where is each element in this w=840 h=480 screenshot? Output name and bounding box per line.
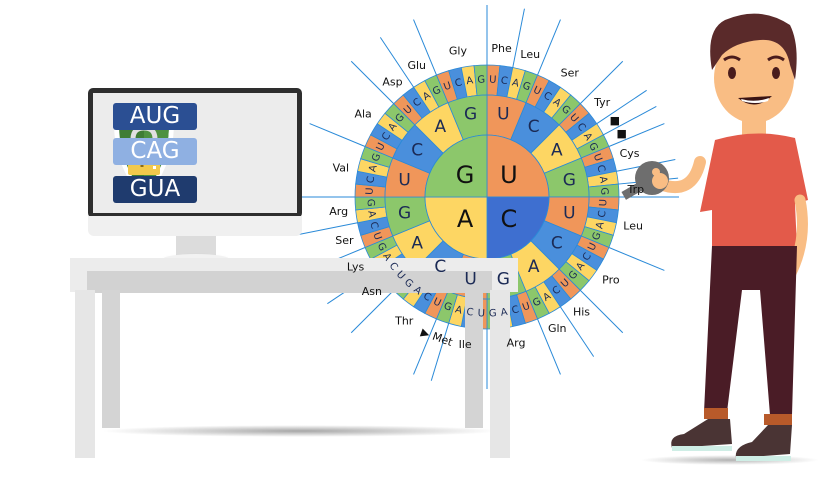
wheel-ray: [608, 123, 665, 147]
wheel-ray: [559, 306, 595, 357]
wheel-ray: [350, 289, 395, 334]
table-leg: [75, 290, 95, 458]
wheel-ray: [309, 123, 366, 147]
table-apron: [87, 271, 492, 293]
codon-label-3: GUA: [113, 176, 197, 203]
wheel-ray: [413, 318, 437, 375]
wheel-ray: [579, 289, 624, 334]
wheel-ray: [350, 60, 395, 105]
wheel-ray: [298, 222, 358, 235]
person-shadow: [640, 455, 820, 465]
wheel-ray: [413, 19, 437, 76]
monitor-chin: [88, 216, 302, 236]
wheel-ray: [603, 106, 657, 136]
wheel-ray: [512, 8, 525, 68]
table-shadow: [100, 425, 500, 437]
wheel-ray: [579, 60, 624, 105]
wheel-ray: [379, 37, 415, 88]
wheel-ray: [537, 19, 561, 76]
monitor-stand: [176, 236, 216, 256]
wheel-ray: [430, 323, 450, 381]
codon-first-segment: [486, 134, 550, 198]
table-leg: [102, 290, 120, 428]
wheel-ray: [616, 159, 676, 172]
wheel-ray: [596, 89, 647, 125]
codon-first-segment: [424, 134, 488, 198]
wheel-ray: [537, 318, 561, 375]
table-leg: [490, 290, 510, 458]
wheel-ray: [618, 177, 679, 185]
table-leg: [465, 290, 483, 428]
wheel-ray: [608, 247, 665, 271]
codon-label-2: CAG: [113, 138, 197, 165]
codon-label-1: AUG: [113, 103, 197, 130]
